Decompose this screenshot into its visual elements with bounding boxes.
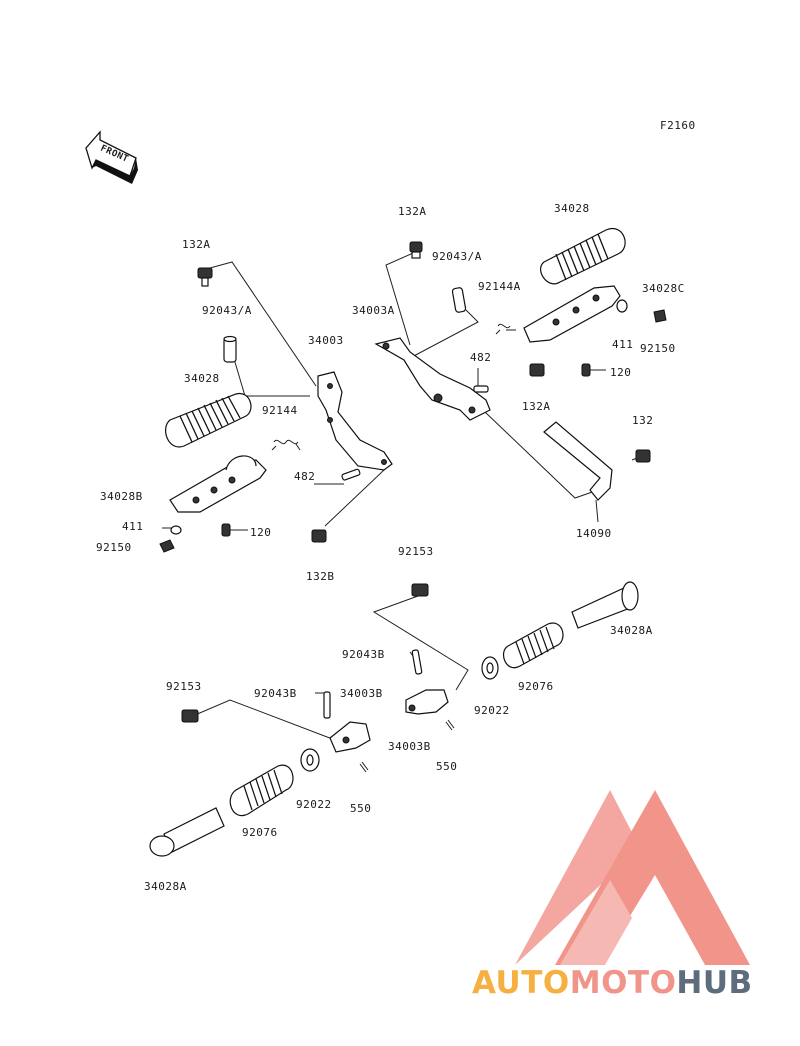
label-92076-right: 92076 [518, 680, 554, 693]
label-92076-left: 92076 [242, 826, 278, 839]
brand-hub: HUB [676, 965, 752, 1001]
footpeg-rubber-34028-right-icon [540, 227, 626, 285]
label-34028c: 34028C [642, 282, 685, 295]
label-550-right: 550 [436, 760, 457, 773]
footpeg-34028c-icon [523, 285, 621, 343]
label-34028-right: 34028 [554, 202, 590, 215]
label-132a-mid: 132A [522, 400, 551, 413]
svg-text:AUTOMOTOHUB: AUTOMOTOHUB [472, 965, 753, 1001]
label-92043a-left: 92043/A [202, 304, 252, 317]
label-34003: 34003 [308, 334, 344, 347]
label-132: 132 [632, 414, 653, 427]
label-34028a-right: 34028A [610, 624, 653, 637]
bracket-34003a-icon [374, 337, 491, 421]
brand-auto: AUTO [472, 965, 570, 1001]
front-arrow-icon: FRONT [85, 130, 138, 184]
label-92144: 92144 [262, 404, 298, 417]
rubber-92076-left-icon [229, 764, 294, 817]
label-92153-lower: 92153 [166, 680, 202, 693]
label-14090: 14090 [576, 527, 612, 540]
footpeg-34028b-icon [169, 455, 267, 513]
label-92043a-right: 92043/A [432, 250, 482, 263]
bracket-34003-icon [317, 371, 393, 471]
label-132b: 132B [306, 570, 335, 583]
label-34028a-left: 34028A [144, 880, 187, 893]
label-132a-left: 132A [182, 238, 211, 251]
figure-code: F2160 [660, 119, 696, 132]
label-482-left: 482 [294, 470, 315, 483]
label-120-left: 120 [250, 526, 271, 539]
spring-92144-icon [271, 439, 301, 451]
right-footpeg-assembly [374, 227, 667, 501]
left-footpeg-assembly [159, 267, 393, 553]
label-411-left: 411 [122, 520, 143, 533]
label-92150-right: 92150 [640, 342, 676, 355]
part-labels: 132A 92043/A 34003 34028 92144 482 34028… [96, 202, 685, 893]
brand-moto: MOTO [570, 965, 677, 1001]
label-550-left: 550 [350, 802, 371, 815]
label-92153-upper: 92153 [398, 545, 434, 558]
heel-guard-14090-icon [543, 421, 613, 501]
label-92043b-right: 92043B [342, 648, 385, 661]
label-132a-top: 132A [398, 205, 427, 218]
label-92144a: 92144A [478, 280, 521, 293]
label-120-right: 120 [610, 366, 631, 379]
label-92022-left: 92022 [296, 798, 332, 811]
label-92043b-left: 92043B [254, 687, 297, 700]
rubber-92076-right-icon [503, 622, 564, 669]
label-34003b-right: 34003B [388, 740, 431, 753]
watermark-logo: AUTOMOTOHUB [472, 790, 753, 1001]
footpeg-rubber-34028-left-icon [165, 392, 252, 448]
passenger-pegs-assembly [149, 581, 639, 857]
label-34028b: 34028B [100, 490, 143, 503]
pin-92043a-left-icon [223, 335, 237, 363]
label-34003b-left: 34003B [340, 687, 383, 700]
label-92022-right: 92022 [474, 704, 510, 717]
label-482-right: 482 [470, 351, 491, 364]
shaft-34028a-left-icon [149, 807, 225, 857]
label-411-right: 411 [612, 338, 633, 351]
label-34028-left: 34028 [184, 372, 220, 385]
label-92150-left: 92150 [96, 541, 132, 554]
label-34003a: 34003A [352, 304, 395, 317]
bolt-132a-left-icon [197, 267, 213, 287]
shaft-34028a-right-icon [571, 581, 639, 629]
